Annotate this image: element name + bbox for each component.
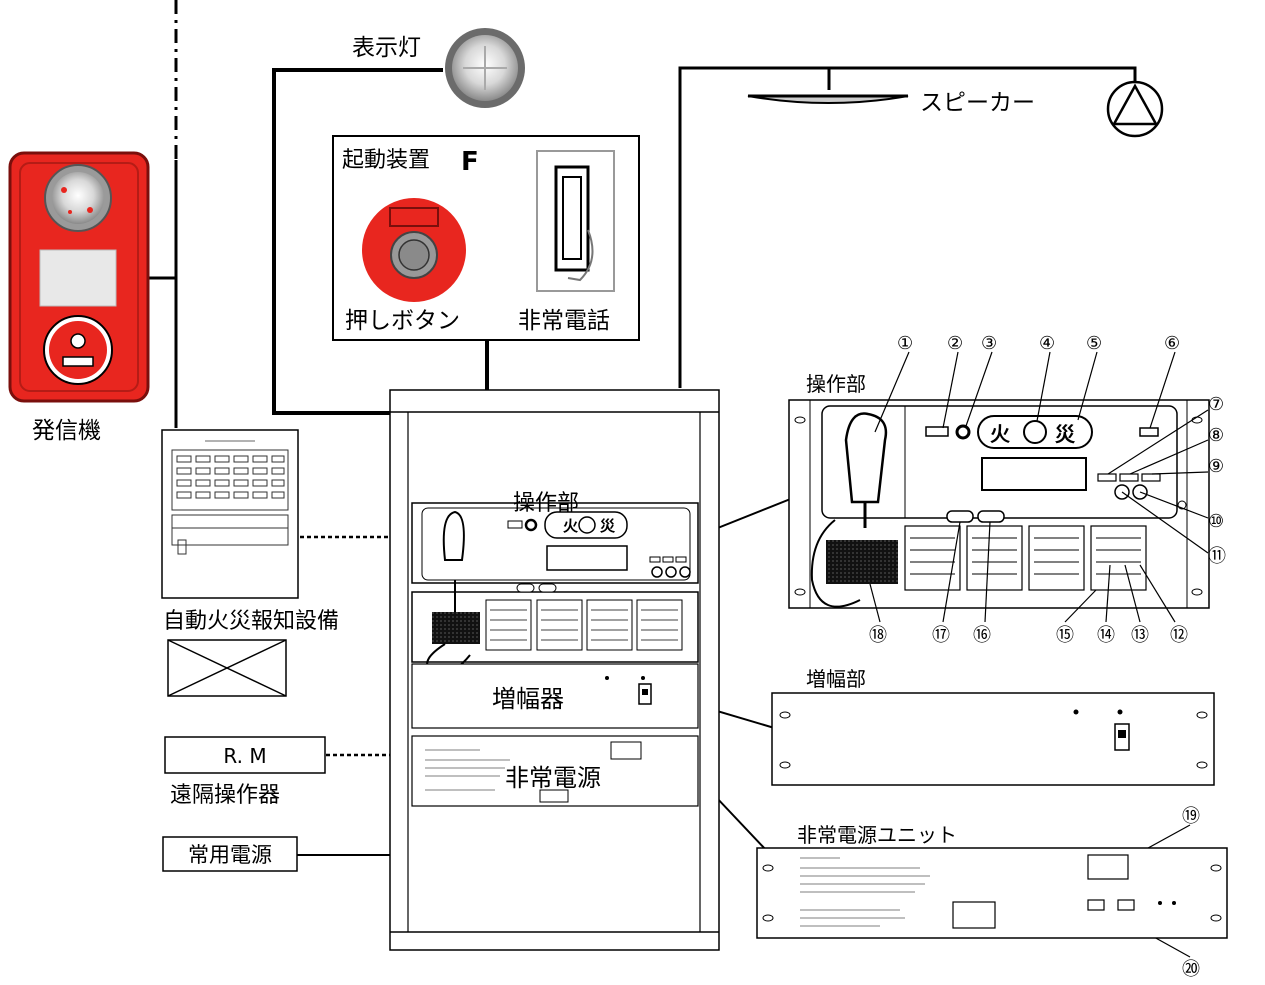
amplifier-unit-frame xyxy=(771,692,1215,786)
normal-power: 常用電源 xyxy=(162,836,298,872)
callout-4: ④ xyxy=(1039,333,1055,354)
power-meter xyxy=(1087,854,1129,880)
push-button-label: 押しボタン xyxy=(345,308,460,334)
wire-speaker xyxy=(678,66,1137,388)
operation-unit-panel-label: 操作部 xyxy=(806,372,866,396)
callout-6: ⑥ xyxy=(1164,333,1180,354)
coil-cord-icon xyxy=(826,540,898,584)
fire-lamp xyxy=(1023,420,1047,444)
fire-alarm-panel xyxy=(161,429,299,599)
callout-10: ⑩ xyxy=(1208,511,1224,532)
cabinet: 火 災 xyxy=(389,389,720,951)
operation-display xyxy=(981,457,1087,491)
callout-5: ⑤ xyxy=(1086,333,1102,354)
callout-14: ⑭ xyxy=(1097,625,1115,646)
cabinet-power-label: 非常電源 xyxy=(505,764,601,792)
callout-3: ③ xyxy=(981,333,997,354)
cabinet-coil-cord-icon xyxy=(432,612,480,644)
starter-device-label: 起動装置 xyxy=(342,148,430,173)
normal-power-box xyxy=(162,836,298,872)
remote-operator: R. M 遠隔操作器 xyxy=(164,736,326,808)
cabinet-operation-label: 操作部 xyxy=(513,491,579,516)
horn-speaker-icon xyxy=(1106,80,1164,138)
indicator-2 xyxy=(925,426,949,437)
emergency-power-unit-label: 非常電源ユニット xyxy=(797,823,957,847)
starter-device-box: 起動装置 F 押しボタン 非常電話 xyxy=(332,135,640,341)
transmitter: 発信機 xyxy=(8,151,150,444)
wiring xyxy=(140,0,1137,906)
amplifier-unit-detail xyxy=(771,692,1215,786)
transmitter-glass xyxy=(39,249,117,307)
callouts: ① ② ③ ④ ⑤ ⑥ ⑦ ⑧ ⑨ ⑩ ⑪ ⑫ ⑬ ⑭ ⑮ ⑯ ⑰ ⑱ ⑲ ⑳ xyxy=(869,333,1226,980)
cabinet-amplifier-label: 増幅器 xyxy=(492,685,564,713)
callout-7: ⑦ xyxy=(1208,394,1224,415)
indicator-lamp: 表示灯 xyxy=(352,28,525,108)
cabinet-display xyxy=(546,545,628,571)
callout-18: ⑱ xyxy=(869,625,887,646)
fire-indicator xyxy=(977,415,1093,449)
transmitter-label: 発信機 xyxy=(32,418,101,444)
emergency-phone-label: 非常電話 xyxy=(518,308,610,334)
auto-fire-alarm: 自動火災報知設備 xyxy=(161,429,339,697)
callout-12: ⑫ xyxy=(1170,625,1188,646)
wire-lamp xyxy=(272,68,443,415)
fire-alarm-label: 自動火災報知設備 xyxy=(163,609,339,634)
callout-20: ⑳ xyxy=(1182,959,1200,980)
operation-unit-detail: 火 災 xyxy=(788,399,1210,609)
speaker-label: スピーカー xyxy=(920,90,1035,116)
emergency-power-unit-detail xyxy=(756,847,1228,939)
fire-indicator-left: 火 xyxy=(990,422,1011,446)
callout-8: ⑧ xyxy=(1208,425,1224,446)
callout-15: ⑮ xyxy=(1056,625,1074,646)
handset-icon xyxy=(844,412,888,504)
rm-box-label: R. M xyxy=(223,744,266,768)
callout-17: ⑰ xyxy=(932,625,950,646)
normal-power-label: 常用電源 xyxy=(188,843,272,867)
callout-1: ① xyxy=(897,333,913,354)
cabinet-mic-icon xyxy=(442,510,465,561)
speakers: スピーカー xyxy=(747,80,1164,138)
cabinet-fire-left: 火 xyxy=(563,517,579,535)
indicator-6 xyxy=(1139,427,1159,437)
indicator-3 xyxy=(955,424,971,440)
callout-19: ⑲ xyxy=(1182,806,1200,827)
fire-indicator-right: 災 xyxy=(1055,422,1076,446)
callout-16: ⑯ xyxy=(973,625,991,646)
callout-13: ⑬ xyxy=(1131,625,1149,646)
indicator-lamp-label: 表示灯 xyxy=(352,35,421,61)
amplifier-unit-label: 増幅部 xyxy=(806,667,866,691)
rm-box xyxy=(164,736,326,774)
remote-operator-label: 遠隔操作器 xyxy=(170,783,280,808)
callout-2: ② xyxy=(947,333,963,354)
callout-11: ⑪ xyxy=(1208,546,1226,567)
callout-9: ⑨ xyxy=(1208,456,1224,477)
starter-device-mark: F xyxy=(461,147,479,177)
cabinet-fire-right: 災 xyxy=(600,517,616,535)
